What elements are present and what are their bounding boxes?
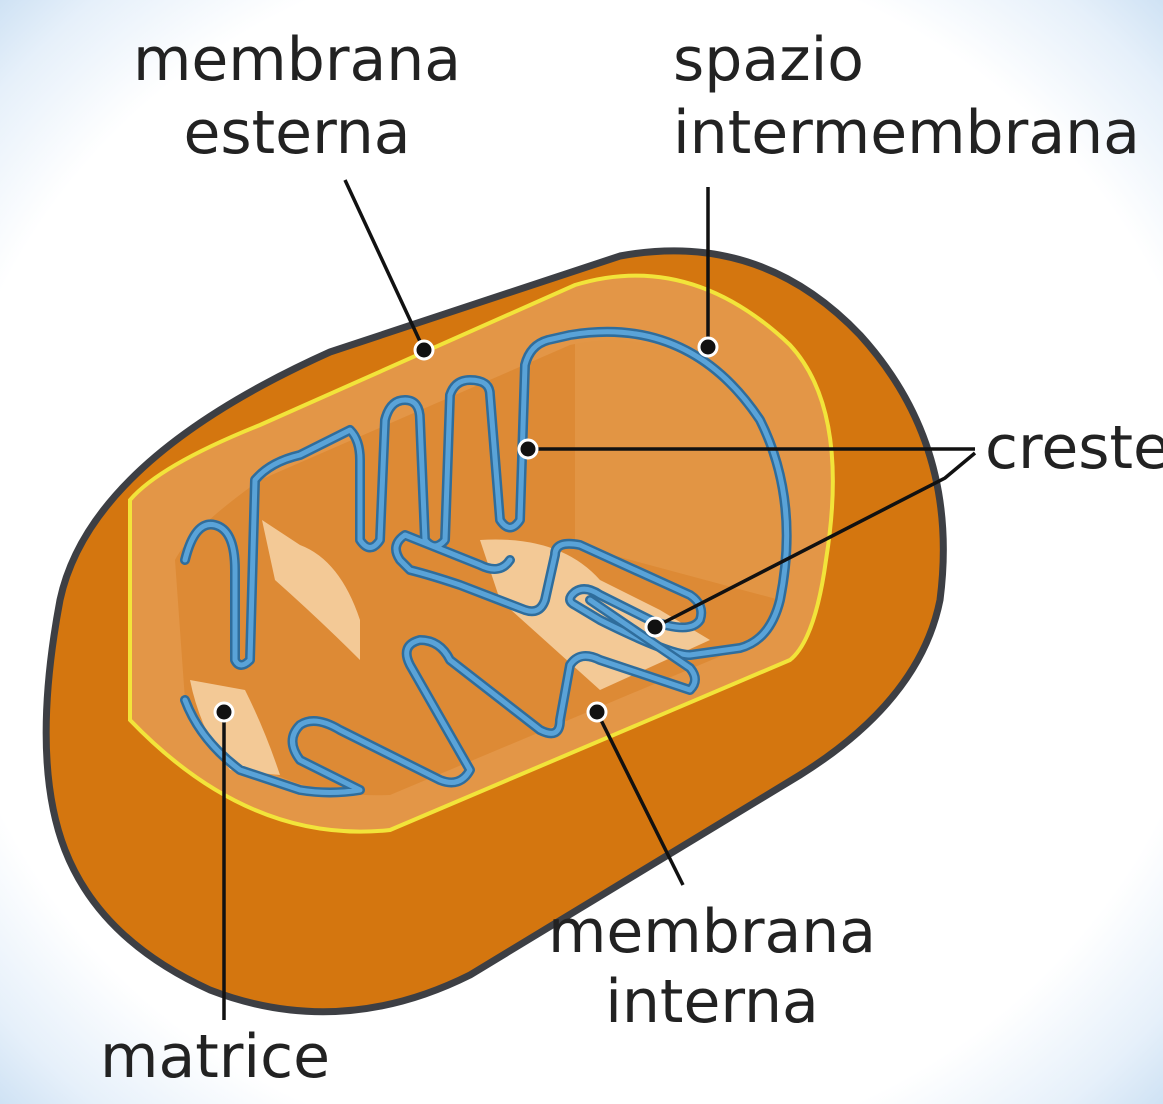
dot-cristae-1 <box>519 440 537 458</box>
dot-inner-membrane <box>588 703 606 721</box>
label-matrix: matrice <box>100 1022 330 1092</box>
label-inner-membrane-line1: membrana <box>548 897 876 967</box>
dot-cristae-2 <box>646 618 664 636</box>
leader-outer-membrane <box>345 180 424 350</box>
label-outer-membrane-line2: esterna <box>183 98 410 168</box>
label-outer-membrane-line1: membrana <box>133 25 461 95</box>
label-intermembrane-line2: intermembrana <box>673 98 1140 168</box>
dot-matrix <box>215 703 233 721</box>
dot-outer-membrane <box>415 341 433 359</box>
label-cristae: creste <box>985 413 1163 483</box>
label-intermembrane-line1: spazio <box>673 25 864 95</box>
dot-intermembrane <box>699 338 717 356</box>
label-inner-membrane-line2: interna <box>605 967 819 1037</box>
